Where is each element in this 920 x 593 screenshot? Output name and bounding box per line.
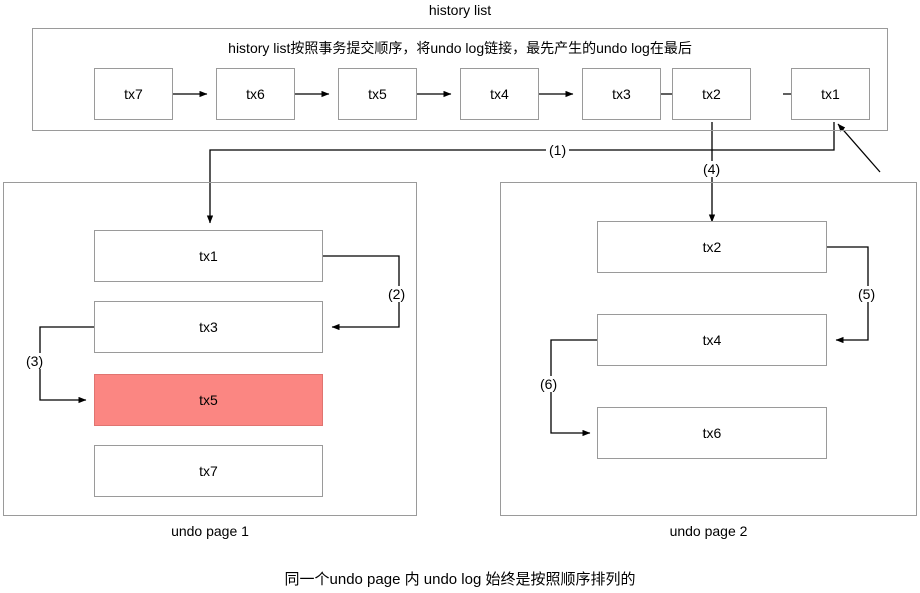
history-node-tx1[interactable]: tx1 bbox=[791, 68, 870, 120]
connector-label-2: (2) bbox=[385, 286, 409, 302]
undo-page-2-entry-tx4[interactable]: tx4 bbox=[597, 314, 827, 366]
undo-page-1-entry-tx5[interactable]: tx5 bbox=[94, 374, 323, 426]
diagram-caption: 同一个undo page 内 undo log 始终是按照顺序排列的 bbox=[284, 571, 636, 588]
history-list-container bbox=[32, 28, 888, 131]
history-node-tx3[interactable]: tx3 bbox=[582, 68, 661, 120]
connector-label-5: (5) bbox=[855, 286, 879, 302]
undo-page-2-container bbox=[500, 182, 917, 516]
undo-page-2-entry-tx2[interactable]: tx2 bbox=[597, 221, 827, 273]
history-node-tx6[interactable]: tx6 bbox=[216, 68, 295, 120]
undo-page-1-container bbox=[3, 182, 417, 516]
connector-label-3: (3) bbox=[23, 353, 47, 369]
undo-page-2-entry-tx6[interactable]: tx6 bbox=[597, 407, 827, 459]
undo-page-2-label: undo page 2 bbox=[669, 523, 748, 539]
history-list-note: history list按照事务提交顺序，将undo log链接，最先产生的un… bbox=[228, 40, 692, 56]
connector-label-1: (1) bbox=[546, 142, 570, 158]
connector-label-4: (4) bbox=[700, 161, 724, 177]
history-node-tx4[interactable]: tx4 bbox=[460, 68, 539, 120]
newest-pointer-arrow bbox=[837, 123, 881, 173]
undo-page-1-entry-tx3[interactable]: tx3 bbox=[94, 301, 323, 353]
undo-page-1-label: undo page 1 bbox=[171, 523, 249, 539]
connector-label-6: (6) bbox=[537, 376, 561, 392]
history-node-tx2[interactable]: tx2 bbox=[672, 68, 751, 120]
undo-page-1-entry-tx1[interactable]: tx1 bbox=[94, 230, 323, 282]
undo-page-1-entry-tx7[interactable]: tx7 bbox=[94, 445, 323, 497]
history-node-tx5[interactable]: tx5 bbox=[338, 68, 417, 120]
page-title: history list bbox=[428, 2, 492, 18]
history-node-tx7[interactable]: tx7 bbox=[94, 68, 173, 120]
